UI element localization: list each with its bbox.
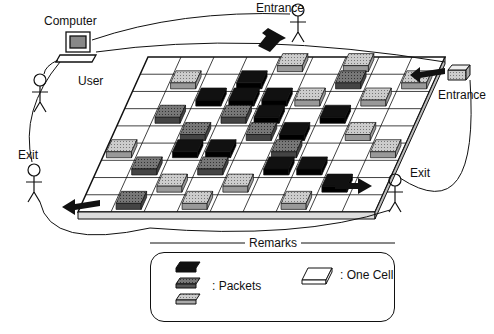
packet-block bbox=[295, 100, 320, 106]
packet-block bbox=[306, 191, 311, 209]
board-edge bbox=[375, 57, 445, 219]
packet-block bbox=[336, 83, 361, 89]
grid-board bbox=[78, 57, 445, 212]
packet-block bbox=[198, 169, 223, 175]
exit-label: Exit bbox=[18, 148, 38, 162]
entrance-arrow bbox=[410, 67, 445, 83]
packet-block bbox=[320, 88, 325, 106]
packet-block bbox=[264, 169, 289, 175]
exit-label: Exit bbox=[410, 166, 430, 180]
packet bbox=[448, 70, 466, 80]
packet-block bbox=[141, 191, 146, 209]
packet bbox=[466, 65, 470, 80]
packet-block bbox=[155, 117, 180, 123]
packet-block bbox=[221, 88, 226, 106]
exit-arrow bbox=[62, 199, 100, 215]
packet-block bbox=[231, 140, 236, 158]
packet-block bbox=[368, 54, 373, 72]
packet-block bbox=[182, 174, 187, 192]
packet-block bbox=[116, 203, 141, 209]
packet-block bbox=[157, 186, 182, 192]
packet-block bbox=[361, 100, 386, 106]
packet-block bbox=[402, 83, 427, 89]
grid-line bbox=[309, 57, 379, 212]
grid-line bbox=[144, 57, 214, 212]
packet-block bbox=[157, 157, 162, 175]
exit-arrow bbox=[335, 178, 372, 194]
entrance-label: Entrance bbox=[438, 88, 486, 102]
packet-block bbox=[322, 157, 327, 175]
packet-block bbox=[196, 100, 221, 106]
packet-block bbox=[370, 152, 395, 158]
packet-block bbox=[106, 152, 131, 158]
packet-block bbox=[198, 140, 203, 158]
packet-block bbox=[132, 169, 157, 175]
packet-block bbox=[171, 83, 196, 89]
grid-line bbox=[109, 143, 406, 144]
computer-icon bbox=[56, 32, 96, 62]
packet-block bbox=[132, 140, 137, 158]
packet-block bbox=[246, 105, 251, 123]
grid-line bbox=[111, 57, 181, 212]
packet-block bbox=[297, 169, 322, 175]
packet-block bbox=[196, 71, 201, 89]
packet-block bbox=[287, 88, 292, 106]
packet-block bbox=[223, 157, 228, 175]
packet-block bbox=[246, 135, 271, 141]
computer-label: Computer bbox=[44, 14, 97, 28]
packet-block bbox=[223, 186, 248, 192]
packet-block bbox=[345, 135, 370, 141]
legend-box: Remarks bbox=[150, 252, 395, 322]
grid-line bbox=[210, 57, 280, 212]
user-label: User bbox=[78, 74, 103, 88]
legend-text: : One Cell bbox=[340, 268, 393, 282]
packet-block bbox=[281, 203, 306, 209]
packets bbox=[106, 54, 432, 210]
packet-block bbox=[320, 117, 345, 123]
person-figures bbox=[26, 4, 403, 212]
packet-block bbox=[248, 174, 253, 192]
packet-block bbox=[182, 203, 207, 209]
entrance-arrow bbox=[258, 28, 286, 52]
packet-block bbox=[304, 122, 309, 140]
packet-block bbox=[289, 157, 294, 175]
packet-block bbox=[396, 140, 401, 158]
packet-block bbox=[172, 152, 197, 158]
legend-packet-icons bbox=[176, 262, 200, 304]
packet-block bbox=[221, 117, 246, 123]
packet-block bbox=[207, 191, 212, 209]
entrance-label: Entrance bbox=[256, 1, 304, 15]
legend-text: : Packets bbox=[212, 279, 261, 293]
packet-block bbox=[361, 71, 366, 89]
packet-block bbox=[180, 105, 185, 123]
packet-block bbox=[370, 122, 375, 140]
packet-block bbox=[271, 122, 276, 140]
packet-block bbox=[345, 105, 350, 123]
packet-block bbox=[386, 88, 391, 106]
packet-block bbox=[302, 54, 307, 72]
board-edge bbox=[78, 212, 375, 219]
packet-block bbox=[279, 105, 284, 123]
packet-block bbox=[254, 88, 259, 106]
legend-cell-icon bbox=[302, 268, 332, 284]
packet-block bbox=[297, 140, 302, 158]
wires bbox=[29, 14, 471, 235]
grid-lines bbox=[86, 57, 437, 212]
packet-block bbox=[277, 66, 302, 72]
packet-block bbox=[205, 122, 210, 140]
packet-block bbox=[262, 71, 267, 89]
legend-heading: Remarks bbox=[245, 236, 301, 250]
